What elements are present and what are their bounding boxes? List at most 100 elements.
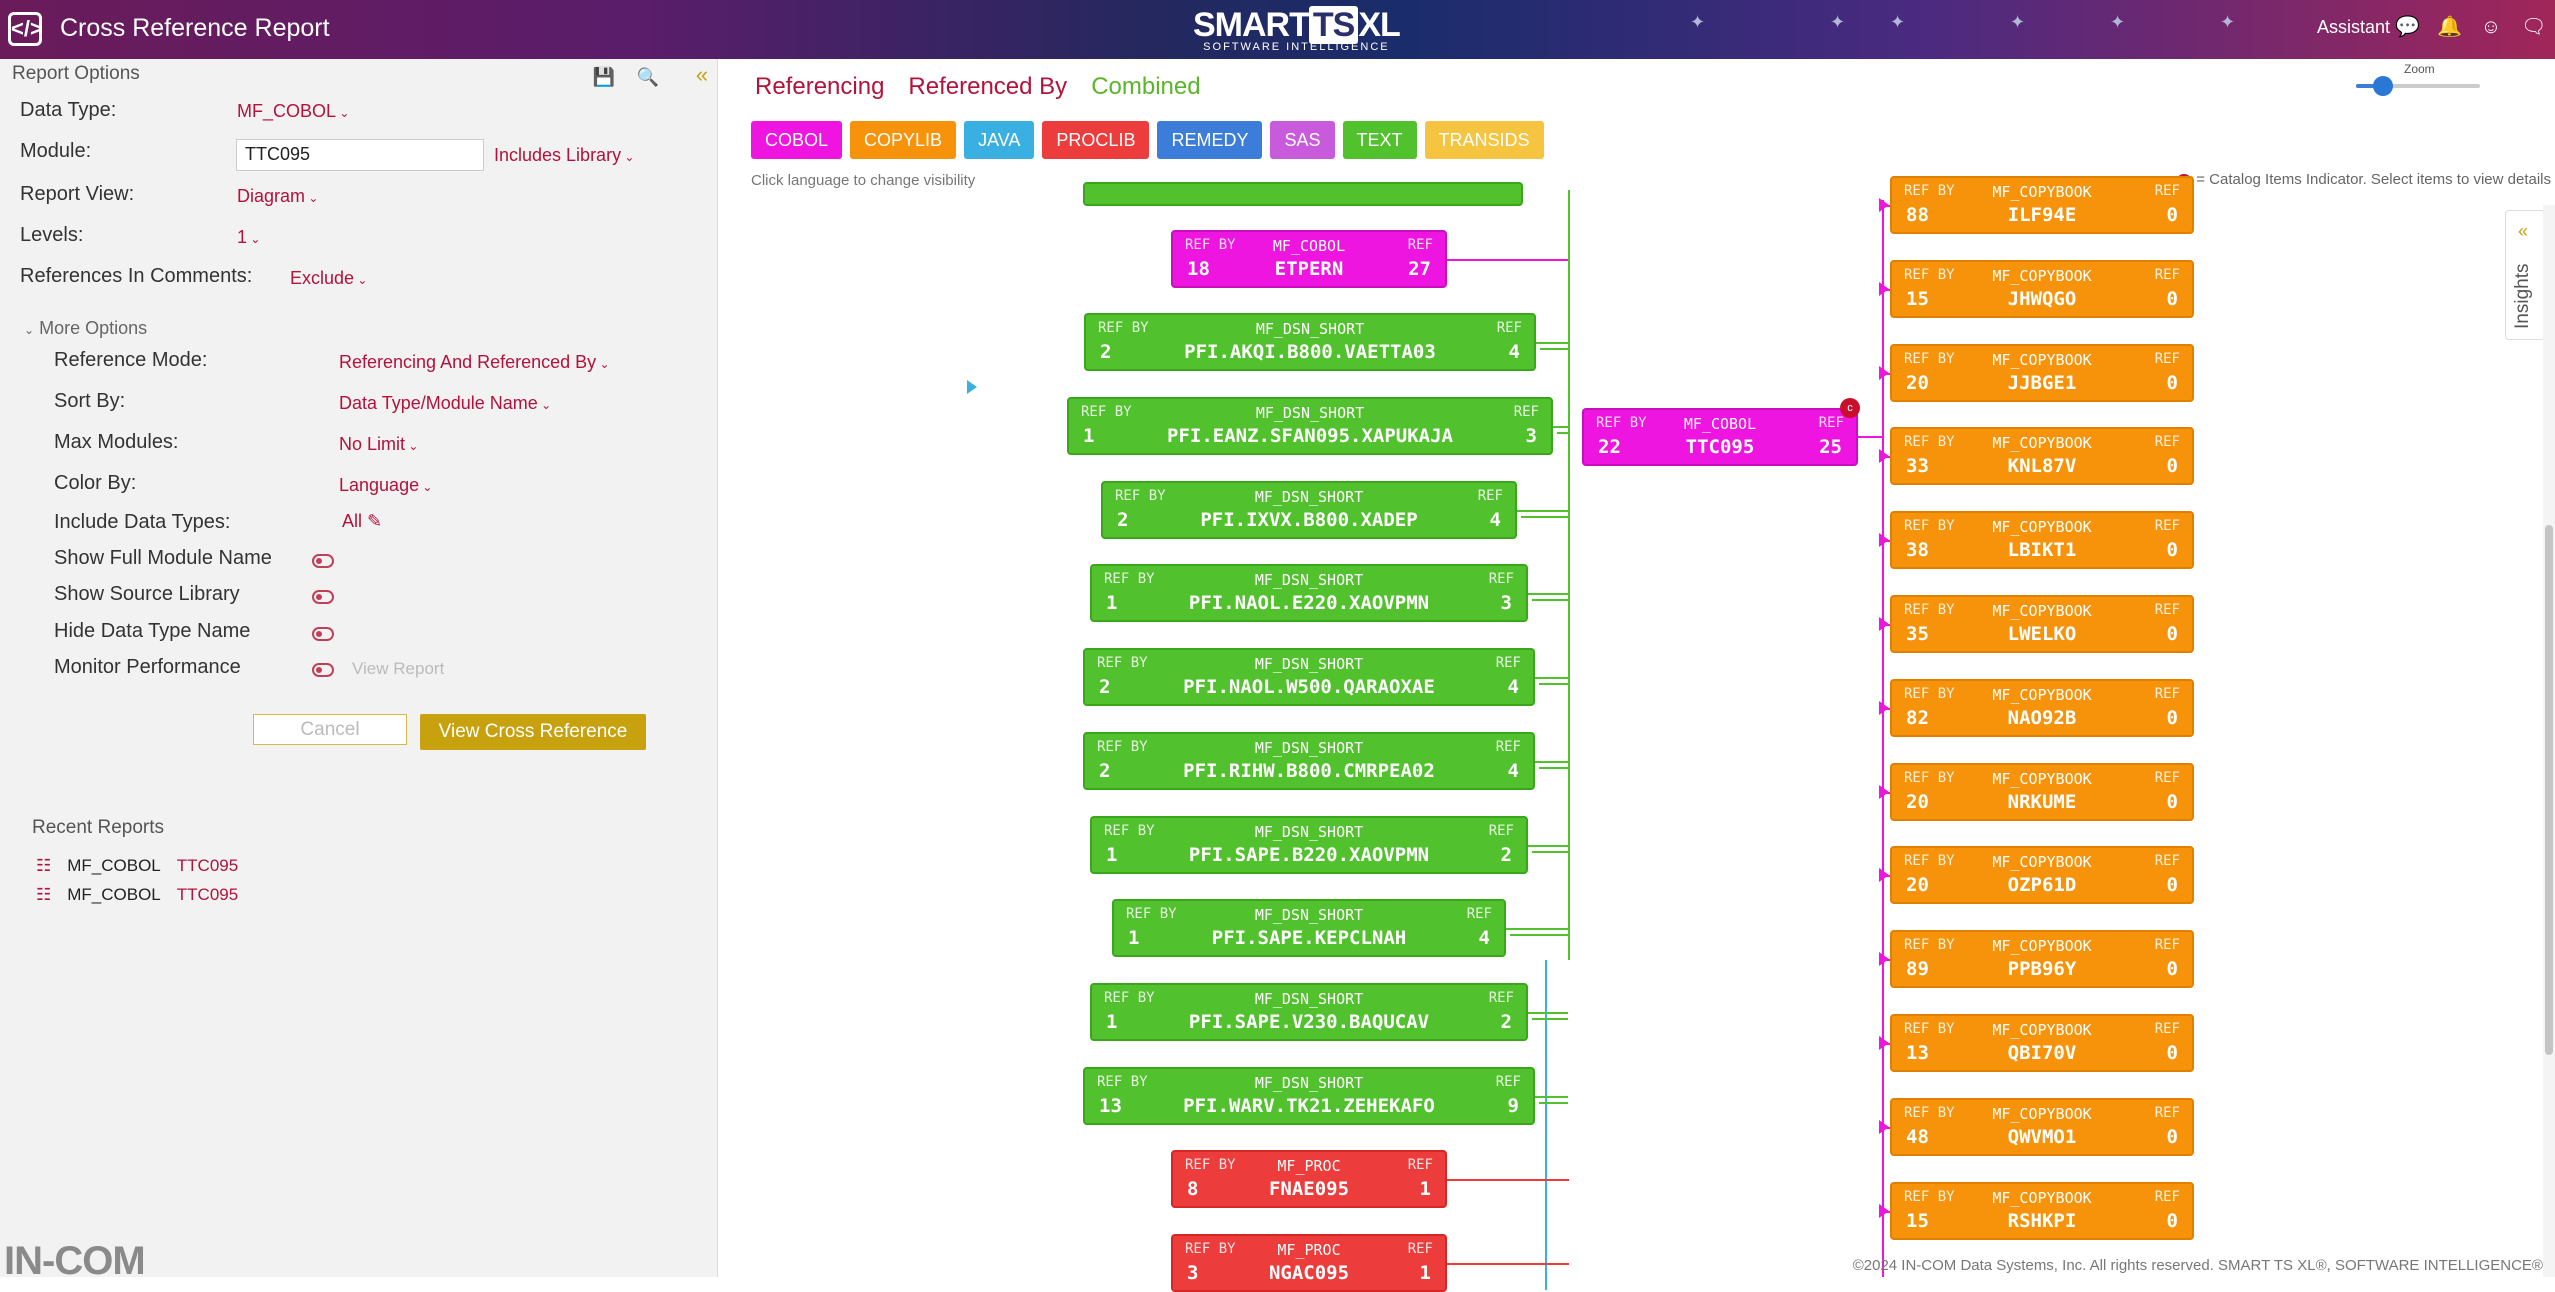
- ref-count: 0: [2166, 287, 2178, 310]
- language-button-proclib[interactable]: PROCLIB: [1042, 121, 1150, 159]
- language-button-java[interactable]: JAVA: [964, 121, 1035, 159]
- language-button-text[interactable]: TEXT: [1342, 121, 1417, 159]
- cancel-button[interactable]: Cancel: [253, 714, 407, 745]
- app-logo-icon[interactable]: </>: [8, 12, 43, 46]
- recent-report-item[interactable]: ☷ MF_COBOL TTC095: [36, 885, 238, 905]
- tab-combined[interactable]: Combined: [1091, 73, 1201, 100]
- recent-report-item[interactable]: ☷ MF_COBOL TTC095: [36, 856, 238, 876]
- data-type-select[interactable]: MF_COBOL: [237, 101, 349, 122]
- more-options-toggle[interactable]: ⌄ More Options: [24, 318, 147, 339]
- bird-decoration-icon: ✦: [2110, 12, 2126, 32]
- levels-select[interactable]: 1: [237, 227, 260, 248]
- module-input[interactable]: TTC095: [236, 139, 484, 171]
- ref-by-count: 15: [1906, 1209, 1929, 1232]
- pencil-icon[interactable]: ✎: [367, 511, 383, 531]
- node-type: MF_DSN_SHORT: [1254, 990, 1364, 1008]
- node-type: MF_COPYBOOK: [1992, 602, 2092, 620]
- ref-by-label: REF BY: [1097, 1074, 1148, 1090]
- connector-line: [1506, 928, 1568, 930]
- max-modules-select[interactable]: No Limit: [339, 434, 418, 455]
- insights-panel-tab[interactable]: «Insights: [2505, 210, 2545, 340]
- node-type: MF_COPYBOOK: [1992, 350, 2092, 369]
- node-name: PFI.SAPE.B220.XAOVPMN: [1188, 844, 1430, 866]
- collapse-panel-icon[interactable]: «: [695, 62, 709, 87]
- monitor-performance-toggle[interactable]: [312, 663, 334, 677]
- show-full-name-toggle[interactable]: [312, 554, 334, 568]
- catalog-indicator-icon[interactable]: c: [1840, 398, 1860, 418]
- tab-referencing[interactable]: Referencing: [755, 73, 885, 100]
- ref-count: 0: [2166, 958, 2178, 981]
- connector-line: [1535, 1096, 1568, 1098]
- language-button-transids[interactable]: TRANSIDS: [1424, 121, 1544, 159]
- references-comments-select[interactable]: Exclude: [290, 268, 367, 289]
- node-name: LBIKT1: [2007, 539, 2077, 562]
- language-button-copylib[interactable]: COPYLIB: [850, 121, 957, 159]
- language-button-remedy[interactable]: REMEDY: [1157, 121, 1263, 159]
- ref-label: REF: [2154, 853, 2180, 870]
- sort-by-select[interactable]: Data Type/Module Name: [339, 393, 551, 414]
- search-icon[interactable]: 🔍: [636, 67, 660, 87]
- node-name: PFI.SAPE.V230.BAQUCAV: [1188, 1011, 1430, 1033]
- ref-label: REF: [1495, 655, 1521, 671]
- bell-icon[interactable]: 🔔: [2437, 16, 2462, 38]
- view-report-link[interactable]: View Report: [352, 659, 445, 678]
- report-view-select[interactable]: Diagram: [237, 186, 318, 207]
- assistant-button[interactable]: Assistant 💬: [2317, 15, 2420, 39]
- feedback-icon[interactable]: 🗨: [2521, 16, 2547, 38]
- ref-count: 4: [1507, 676, 1519, 698]
- zoom-slider-handle[interactable]: [2373, 76, 2394, 96]
- bird-decoration-icon: ✦: [1690, 12, 1706, 32]
- hide-data-type-toggle[interactable]: [312, 627, 334, 641]
- includes-library-select[interactable]: Includes Library: [494, 145, 634, 166]
- connector-line: [1532, 851, 1568, 853]
- connector-line: [1540, 348, 1568, 350]
- language-button-sas[interactable]: SAS: [1270, 121, 1335, 159]
- ref-label: REF: [2154, 685, 2180, 702]
- language-button-cobol[interactable]: COBOL: [751, 121, 843, 159]
- arrow-right-icon: [1879, 198, 1889, 212]
- zoom-slider[interactable]: [2356, 84, 2480, 88]
- bird-decoration-icon: ✦: [1890, 12, 1906, 32]
- include-data-types-value[interactable]: All ✎: [342, 511, 382, 532]
- partial-node-top[interactable]: [1083, 182, 1523, 206]
- smiley-icon[interactable]: ☺: [2480, 16, 2502, 38]
- diagram-scrollbar-thumb[interactable]: [2545, 525, 2553, 1055]
- tab-referenced-by[interactable]: Referenced By: [908, 73, 1068, 100]
- recent-type: MF_COBOL: [67, 885, 161, 904]
- reference-mode-select[interactable]: Referencing And Referenced By: [339, 352, 610, 373]
- node-type: MF_DSN_SHORT: [1255, 404, 1365, 422]
- color-by-select[interactable]: Language: [339, 475, 432, 496]
- show-source-library-toggle[interactable]: [312, 590, 334, 604]
- view-cross-reference-button[interactable]: View Cross Reference: [420, 714, 646, 750]
- connector-line: [1545, 1263, 1569, 1265]
- save-icon[interactable]: 💾: [592, 67, 616, 87]
